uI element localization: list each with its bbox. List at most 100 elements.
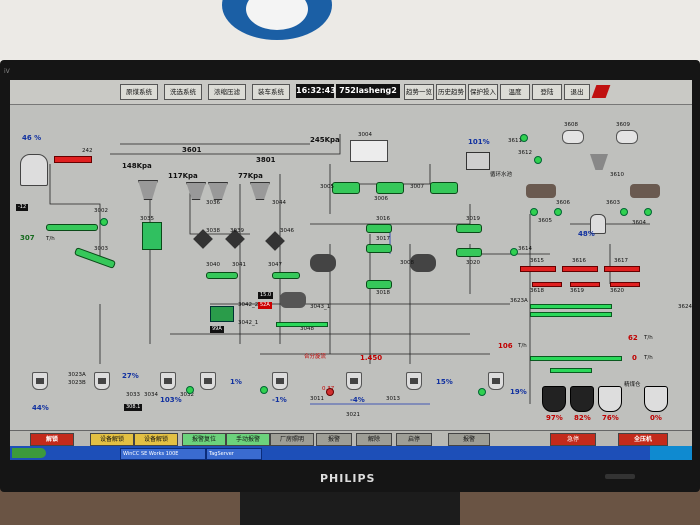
label-3604: 3604 <box>632 220 646 226</box>
label-3007: 3007 <box>410 184 424 190</box>
label-3023a: 3023A <box>68 372 86 378</box>
filter-press-2 <box>630 184 660 198</box>
nav-loading[interactable]: 装车系统 <box>252 84 290 100</box>
label-3619: 3619 <box>570 288 584 294</box>
flow-left-unit: T/h <box>46 236 55 242</box>
label-3019: 3019 <box>466 216 480 222</box>
flow-62-unit: T/h <box>644 335 653 341</box>
pct-44: 44% <box>32 404 49 412</box>
nav-temperature[interactable]: 温度 <box>500 84 530 100</box>
device-unlock-button-1[interactable]: 设备解锁 <box>90 433 134 446</box>
label-3023b: 3023B <box>68 380 86 386</box>
conveyor-3040 <box>206 272 238 279</box>
windows-taskbar: WinCC SE Works 100E TagServer <box>10 446 692 460</box>
label-3612: 3612 <box>518 150 532 156</box>
flow-106-unit: T/h <box>518 343 527 349</box>
motor-3603[interactable] <box>620 208 628 216</box>
flow-0: 0 <box>632 354 637 362</box>
silo-level-76: 76% <box>602 414 619 422</box>
alarm-button-2[interactable]: 报警 <box>448 433 490 446</box>
emergency-stop-button[interactable]: 急停 <box>550 433 596 446</box>
label-3040: 3040 <box>206 262 220 268</box>
alarm-reset-button[interactable]: 报警复位 <box>182 433 226 446</box>
centrifuge-3008 <box>310 254 336 272</box>
label-3034: 3034 <box>144 392 158 398</box>
pressure-77: 77Kpa <box>238 172 263 180</box>
device-unlock-button-2[interactable]: 设备解锁 <box>134 433 178 446</box>
motor-3031[interactable] <box>478 388 486 396</box>
motor-3029[interactable] <box>326 388 334 396</box>
exit-button[interactable]: 退出 <box>564 84 590 100</box>
belt-3619 <box>570 282 600 287</box>
display-1: -12 <box>16 204 29 211</box>
product-belt-2 <box>550 368 592 373</box>
start-button[interactable] <box>12 448 46 458</box>
label-3615: 3615 <box>530 258 544 264</box>
task-wincc[interactable]: WinCC SE Works 100E <box>120 448 206 460</box>
label-3605: 3605 <box>538 218 552 224</box>
conveyor-3047 <box>272 272 300 279</box>
screen-3019 <box>456 224 482 233</box>
pct-neg4: -4% <box>350 396 365 404</box>
label-3035: 3035 <box>140 216 154 222</box>
manual-alarm-button[interactable]: 手动报警 <box>226 433 270 446</box>
motor-3614[interactable] <box>510 248 518 256</box>
nav-thicken-filter[interactable]: 浓缩压滤 <box>208 84 246 100</box>
system-tray <box>650 446 692 460</box>
label-3020: 3020 <box>466 260 480 266</box>
task-tagserver[interactable]: TagServer <box>206 448 262 460</box>
nav-raw-coal[interactable]: 原煤系统 <box>120 84 158 100</box>
flow-106: 106 <box>498 342 513 350</box>
company-logo-icon <box>591 85 611 98</box>
motor-3604[interactable] <box>644 208 652 216</box>
silo-level-0: 0% <box>650 414 662 422</box>
screen-3018 <box>366 280 392 289</box>
motor-3605[interactable] <box>530 208 538 216</box>
pct-15: 15% <box>436 378 453 386</box>
motor-3611[interactable] <box>520 134 528 142</box>
product-belt <box>530 356 622 361</box>
alarm-button[interactable]: 报警 <box>316 433 352 446</box>
belt-3616 <box>562 266 598 272</box>
motor-3606[interactable] <box>554 208 562 216</box>
bin-3026 <box>160 372 176 390</box>
label-3011: 3011 <box>310 396 324 402</box>
release-button[interactable]: 解除 <box>356 433 392 446</box>
motor-3028[interactable] <box>260 386 268 394</box>
water-label: 循环水池 <box>490 172 513 178</box>
label-3005: 3005 <box>320 184 334 190</box>
left-readout: 242 <box>82 148 93 154</box>
label-3620: 3620 <box>610 288 624 294</box>
nav-history-trend[interactable]: 历史趋势 <box>436 84 466 100</box>
belt-3623b <box>530 312 612 317</box>
belt-3623a <box>530 304 612 309</box>
label-3039: 3039 <box>230 228 244 234</box>
jig-3007 <box>430 182 458 194</box>
unlock-button[interactable]: 解锁 <box>30 433 74 446</box>
nav-washing[interactable]: 洗选系统 <box>164 84 202 100</box>
silo-level-pct: 46 % <box>22 134 42 142</box>
user-name: 752lasheng2 <box>336 84 400 98</box>
label-3617: 3617 <box>614 258 628 264</box>
login-button[interactable]: 登陆 <box>532 84 562 100</box>
lighting-button[interactable]: 厂房照明 <box>270 433 314 446</box>
belt-3048 <box>276 322 328 327</box>
display-4: 99A <box>210 326 224 333</box>
motor-3612[interactable] <box>534 156 542 164</box>
jig-3006 <box>376 182 404 194</box>
label-3017: 3017 <box>376 236 390 242</box>
compressor-button[interactable]: 全压机 <box>618 433 668 446</box>
bin-3030 <box>406 372 422 390</box>
label-3046: 3046 <box>280 228 294 234</box>
display-3: 52A <box>258 302 272 309</box>
motor-3026[interactable] <box>186 386 194 394</box>
nav-trend-overview[interactable]: 趋势一览 <box>404 84 434 100</box>
bin-3022 <box>32 372 48 390</box>
label-jingmei: 精煤仓 <box>624 382 641 388</box>
label-3006: 3006 <box>374 196 388 202</box>
start-stop-button[interactable]: 启停 <box>396 433 432 446</box>
monitor-brand: PHILIPS <box>320 472 376 485</box>
bin-3029 <box>346 372 362 390</box>
filter-press-1 <box>526 184 556 198</box>
nav-protection[interactable]: 保护投入 <box>468 84 498 100</box>
